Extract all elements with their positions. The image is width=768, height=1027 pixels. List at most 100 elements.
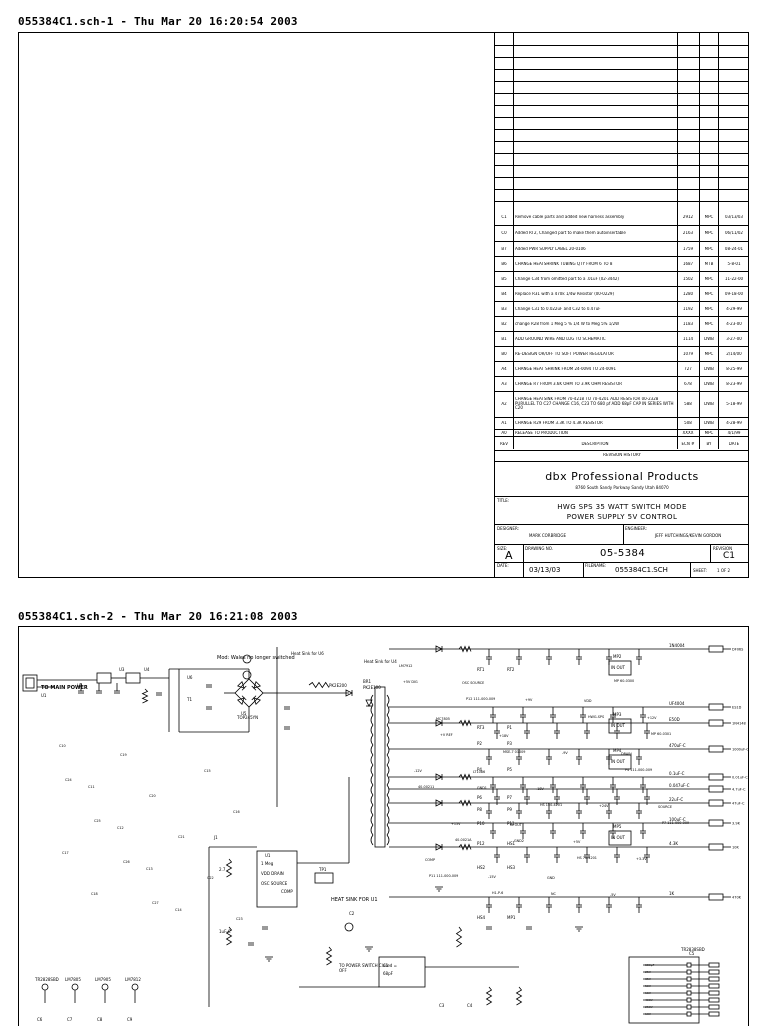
note-heatsink-u4: Heat Sink for U4 bbox=[364, 659, 397, 664]
part-label: GND2 bbox=[514, 839, 524, 843]
part-label: RT1 bbox=[477, 667, 485, 672]
revision-column-line bbox=[718, 33, 719, 449]
part-label: 40-00211 bbox=[418, 785, 434, 789]
part-label: MP 60-0301 bbox=[651, 732, 671, 736]
part-label: RT2 bbox=[507, 667, 515, 672]
revision-cell-description: CHANGE R29 FROM 3.3K TO 4.3K RESISTOR bbox=[515, 421, 603, 425]
revision-header-description: DESCRIPTION bbox=[581, 441, 609, 446]
revision-cell-ecn: 1183 bbox=[682, 321, 694, 326]
part-label: 1000uF-C bbox=[732, 748, 748, 752]
transformer-winding bbox=[386, 764, 390, 776]
company-address: 8760 South Sandy Parkway Sandy Utah 8407… bbox=[575, 485, 669, 490]
revision-header-ecn: ECN # bbox=[681, 441, 695, 446]
part-label: HS3 bbox=[507, 865, 516, 870]
part-label: +18V bbox=[499, 734, 509, 738]
revision-cell-rev: B7 bbox=[501, 246, 507, 251]
part-label: C21 bbox=[178, 835, 185, 839]
part-label: PK2E100 bbox=[363, 685, 381, 690]
resistor-symbol bbox=[458, 645, 472, 653]
ic-symbol bbox=[256, 850, 298, 908]
part-label: VDD DRAIN bbox=[261, 871, 284, 876]
transformer-winding bbox=[386, 704, 390, 716]
part-label: C20 bbox=[149, 794, 156, 798]
regulator-symbol bbox=[608, 660, 632, 676]
revision-cell-description: CHANGE HEATSHRINK TUBING QTY FROM 6 TO 8 bbox=[515, 261, 613, 266]
revision-empty-row-line bbox=[495, 129, 749, 130]
part-label: C18 bbox=[91, 892, 98, 896]
revision-empty-row-line bbox=[495, 201, 749, 202]
part-label: 25V bbox=[645, 970, 652, 974]
revision-cell-description: ADD GROUND WIRE AND LUG TO SCHEMATIC bbox=[515, 336, 606, 341]
ic-symbol bbox=[125, 672, 141, 684]
revision-cell-ecn: 588 bbox=[684, 402, 692, 406]
transformer-winding bbox=[386, 714, 390, 726]
revision-cell-date: 3-27-00 bbox=[726, 336, 742, 341]
filename-label: FILENAME: bbox=[585, 563, 607, 568]
part-label: C8 bbox=[97, 1017, 103, 1022]
ic-symbol bbox=[378, 956, 426, 988]
header-pin-socket bbox=[708, 969, 720, 975]
part-label: P12 111-000-009 bbox=[466, 697, 495, 701]
revision-cell-description: CHANGE R7 FROM 3.6K OHM TO 3.9K OHM RESI… bbox=[515, 381, 623, 386]
part-label: C6 bbox=[37, 1017, 43, 1022]
part-label: C22 bbox=[207, 876, 214, 880]
part-label: C24 bbox=[65, 778, 72, 782]
size-separator bbox=[523, 544, 524, 577]
engineer-name: JEFF HUTCHINGS/KEVIN GORDON bbox=[655, 533, 722, 538]
diode-triangle bbox=[435, 843, 443, 851]
revision-cell-description: Change C34 from omitted part to a .01uF … bbox=[515, 276, 619, 281]
engineer-label: ENGINEER: bbox=[625, 526, 647, 531]
part-label: 68pF bbox=[383, 971, 394, 976]
part-label: 35V bbox=[645, 977, 652, 981]
part-label: J1 bbox=[213, 835, 218, 840]
part-label: LM7905 bbox=[95, 977, 111, 982]
resistor-symbol bbox=[485, 986, 493, 1006]
header-pin-socket bbox=[708, 990, 720, 996]
part-label: COMP bbox=[281, 889, 293, 894]
mounting-hole bbox=[131, 983, 139, 991]
ic-symbol bbox=[96, 672, 112, 684]
revision-cell-rev: B2 bbox=[501, 321, 507, 326]
revision-cell-ecn: 1502 bbox=[682, 276, 694, 281]
part-label: COMP bbox=[425, 858, 435, 862]
revision-cell-ecn: 1759 bbox=[682, 246, 694, 251]
output-connector bbox=[708, 799, 724, 807]
part-label: IN OUT bbox=[611, 759, 626, 764]
revision-cell-date: 2/14/00 bbox=[726, 351, 742, 356]
revision-cell-by: DWB bbox=[704, 336, 714, 341]
revision-cell-by: MPC bbox=[704, 246, 714, 251]
revision-cell-description: CHANGE HEATSINK FROM 70-4218 TO 70-4201 … bbox=[515, 397, 674, 411]
revision-cell-rev: A0 bbox=[501, 430, 507, 435]
resistor-symbol bbox=[225, 858, 233, 878]
diode-symbol bbox=[435, 719, 443, 727]
output-connector bbox=[708, 645, 724, 653]
revision-cell-by: DWB bbox=[704, 381, 714, 386]
revision-empty-row-line bbox=[495, 141, 749, 142]
diode-symbol bbox=[365, 699, 373, 707]
part-label: TP1 bbox=[318, 867, 327, 872]
diode-bar bbox=[241, 685, 247, 691]
part-label: DRAIN bbox=[621, 752, 632, 756]
part-label: HS4 bbox=[477, 915, 486, 920]
part-label: U1 bbox=[41, 693, 47, 698]
resistor-symbol bbox=[225, 926, 233, 946]
revision-empty-row-line bbox=[495, 189, 749, 190]
diode-symbol bbox=[435, 843, 443, 851]
revision-cell-ecn: 727 bbox=[684, 366, 692, 371]
part-label: 400V bbox=[645, 998, 654, 1002]
part-label: H1-P-6 bbox=[492, 891, 503, 895]
part-label: +15V bbox=[451, 822, 461, 826]
transformer-winding bbox=[386, 784, 390, 796]
output-connector bbox=[708, 745, 724, 753]
part-label: 680pF bbox=[645, 963, 655, 967]
revision-cell-date: 11-22-00 bbox=[724, 276, 744, 281]
date-label: DATE: bbox=[497, 563, 509, 568]
revision-cell-date: 4/1/99 bbox=[727, 430, 741, 435]
revision-cell-description: Added PWR SUPPLY LABEL 20-0106 bbox=[515, 246, 586, 251]
transformer-winding bbox=[386, 754, 390, 766]
transformer-winding bbox=[386, 734, 390, 746]
